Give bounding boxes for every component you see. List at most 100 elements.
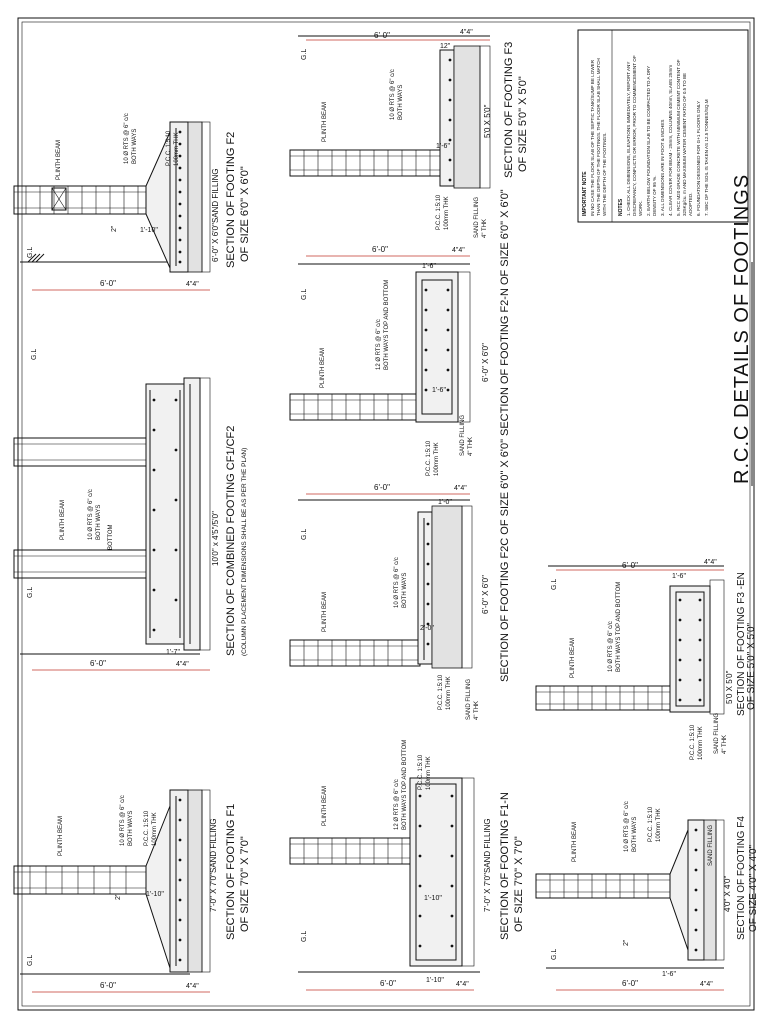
pcc-label: P.C.C. 1:5:10 [690,724,696,760]
f2n-title: SECTION OF FOOTING F2-N OF SIZE 6'0" X 6… [499,189,511,436]
dim-6-0: 6'-0" [374,31,390,40]
important-line-2: THAN THE DEPTH OF THE FOOTINGS. THE FLOO… [596,58,601,216]
note-12: 7. SBC OF THE SOIL IS TAKEN AS 12.5 TONN… [704,99,709,216]
sheet-title: R.C.C DETAILS OF FOOTINGS [731,174,753,484]
note-4: 2. EARTH BELOW FOUNDATION SLAB TO BE COM… [646,66,651,216]
dim-6-0: 6'-0" [622,979,638,988]
note-11: 6. FOUNDATION DESIGNED FOR G+1 FLOORS ON… [696,101,701,216]
note-3: WORK. [638,200,643,216]
gl-label: G.L [27,247,34,258]
gl-label: G.L [301,931,308,942]
dim-1-10: 1'-10" [140,227,158,234]
pcc-thk-label: 100mm THK [444,196,450,230]
pcc-label: P.C.C. 1:5:10 [418,754,424,790]
pcc-layer [187,789,203,973]
plinth-beam-label: PLINTH BEAM [56,140,62,180]
pcc-label: P.C.C. 1:5:10 [438,674,444,710]
f2-title: SECTION OF FOOTING F2 [225,132,237,268]
sand-layer [461,505,473,669]
note-8: 5. RCC M20 GRADE CONCRETE WITH MINIMUM C… [676,59,681,216]
footing-block [415,271,459,423]
both-ways-label: BOTH WAYS [402,573,408,608]
dim-1-10b: 1'-10" [424,895,442,902]
sand-layer [479,45,491,189]
sand-layer [457,271,471,423]
dim-6-0: 6'-0" [622,561,638,570]
dim-4-4: 4"4" [460,29,473,36]
column-stub [289,393,421,421]
footing-cf-section: 6'-0" 4"4" 1'-7" G.L G.L PLINTH BEAM 10 … [13,349,248,671]
slab-label: 5'0 X 5'0" [483,104,492,138]
pcc-thk-label: 100mm THK [426,756,432,790]
rebar-cage [415,783,457,961]
notes-title: NOTES [618,198,624,216]
footing-f2n-section: 6'-0" 4"4" 1'-6" 1'-6" G.L PLINTH BEAM 1… [289,189,511,476]
rebar-cage [675,591,705,707]
column-stub [289,149,441,177]
f3en-title: SECTION OF FOOTING F3 -EN [736,572,747,716]
gl-label: G.L [301,49,308,60]
footing-block [409,777,463,967]
pcc-thk-label: 100mm THK [446,676,452,710]
sand-layer [715,819,725,961]
slab-label: 6'-0" X 6'0"SAND FILLING [211,168,220,262]
plinth-beam-label: PLINTH BEAM [60,500,66,540]
column-stub [289,837,419,865]
f3en-size: OF SIZE 5'0" X 5'0" [746,622,757,710]
dim-6-0: 6'-0" [100,279,116,288]
dim-6-0: 6'-0" [372,245,388,254]
dim-1-6: 1'-6" [662,971,676,978]
sheet-inner-border [21,21,751,1007]
sheet-border [17,17,755,1011]
sand-label: SAND FILLING [474,197,480,238]
pcc-thk-label: 100mm THK [698,726,704,760]
plinth-beam-label: PLINTH BEAM [570,638,576,678]
sand-layer [199,377,211,651]
dim-1-6b: 1'-6" [432,387,446,394]
both-ways-tb-label: BOTH WAYS TOP AND BOTTOM [616,582,622,672]
sand-thk-label: 4" THK [482,219,488,238]
dim-4-4: 4"4" [176,661,189,668]
rts-label: 10 Ø RTS @ 6" c/c [124,113,130,164]
pcc-thk-label: 100mm THK [174,132,180,166]
dim-2-0: 2'-0" [420,625,434,632]
f4-size: OF SIZE 4'0" X 4'0" [748,844,759,932]
f4-title: SECTION OF FOOTING F4 [736,816,747,940]
dim-2: 2" [111,225,118,232]
footing-f3-section: 6'-0" 4"4" 12" 1'-6" G.L PLINTH BEAM 10 … [289,29,529,238]
sand-thk-label: 4" THK [468,437,474,456]
note-5: DENSITY OF 95 %. [652,175,657,216]
column-stub-2 [13,437,155,467]
slab-label: 6'-0" X 6'0" [481,575,490,614]
rts-label: 10 Ø RTS @ 6" c/c [88,489,94,540]
cf-title: SECTION OF COMBINED FOOTING CF1/CF2 [225,426,237,656]
both-ways-label: BOTH WAYS [96,505,102,540]
pcc-layer [187,121,203,273]
gl-label: G.L [551,579,558,590]
slab-label: 5'0 X 5'0" [725,670,734,704]
note-10: ADOPTED. [688,193,693,216]
gl-label: G.L [301,289,308,300]
f1-title: SECTION OF FOOTING F1 [225,804,237,940]
slab-label: 6'-0" X 6'0" [481,343,490,382]
dim-1-6: 1'-6" [672,573,686,580]
pcc-thk-label: 100mm THK [152,812,158,846]
important-line-1: IN NO CASE THE FLOOR SLAB OF THE SEPTIC … [590,59,595,216]
pcc-label: P.C.C. 1:5:10 [436,194,442,230]
footing-block [669,585,711,713]
plinth-beam-label: PLINTH BEAM [572,822,578,862]
pcc-layer [431,505,463,669]
plinth-beam-label: PLINTH BEAM [322,102,328,142]
plinth-beam-symbol [51,187,67,211]
both-ways-label: BOTH WAYS [632,817,638,852]
column-stub-1 [13,549,155,579]
sand-layer [201,789,211,973]
pcc-layer [453,45,481,189]
dim-2: 2" [623,939,630,946]
notes-panel: IMPORTANT NOTE IN NO CASE THE FLOOR SLAB… [577,29,749,223]
footing-slope [669,829,689,951]
pcc-label: P.C.C. 1:5:10 [648,806,654,842]
sand-layer [201,121,211,273]
